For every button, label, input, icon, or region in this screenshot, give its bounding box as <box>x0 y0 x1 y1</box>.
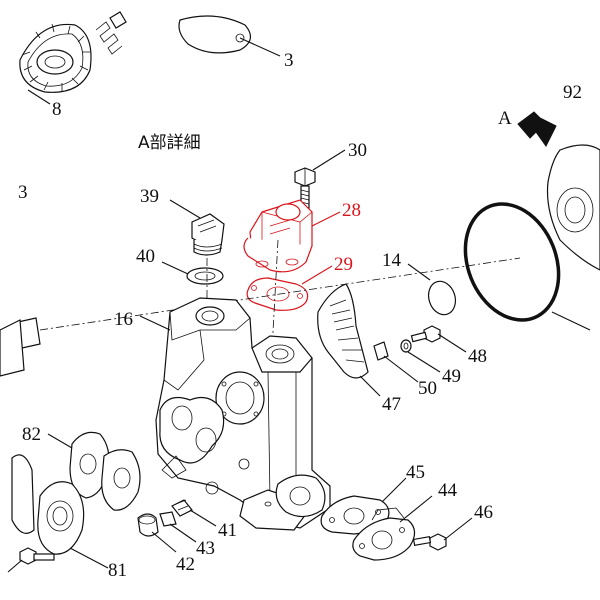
leader-30 <box>312 149 346 171</box>
label-39: 39 <box>140 186 159 207</box>
leader-50 <box>383 355 419 383</box>
leader-8 <box>27 89 51 105</box>
leader-44 <box>399 495 433 523</box>
fitting-part-43 <box>159 511 177 527</box>
leader-oring-large <box>551 311 591 331</box>
flange-part-81 <box>11 454 85 555</box>
gear-assembly-part-8 <box>19 23 92 93</box>
leader-14 <box>407 263 431 281</box>
label-81: 81 <box>108 560 127 581</box>
label-16: 16 <box>114 309 133 330</box>
leader-82 <box>47 433 73 449</box>
section-title: A部詳細 <box>138 133 201 153</box>
label-44: 44 <box>438 480 458 501</box>
label-14: 14 <box>382 250 402 271</box>
leader-28 <box>311 211 341 227</box>
bolt-part-30 <box>294 167 316 209</box>
leader-47 <box>359 375 381 397</box>
label-45: 45 <box>406 462 425 483</box>
leader-45 <box>381 477 407 503</box>
bolt-bottom-left <box>19 547 55 565</box>
washer-part-49 <box>400 339 412 353</box>
cover-part-3 <box>178 15 251 54</box>
label-50: 50 <box>418 378 437 399</box>
label-48: 48 <box>468 346 487 367</box>
view-marker-a: A <box>498 108 512 129</box>
washer-part-40 <box>186 267 224 285</box>
label-82: 82 <box>22 424 41 445</box>
label-41: 41 <box>218 520 237 541</box>
label-3b: 3 <box>18 182 28 203</box>
label-30: 30 <box>348 140 367 161</box>
label-92: 92 <box>563 82 582 103</box>
cap-part-42 <box>137 513 159 537</box>
label-49: 49 <box>442 366 461 387</box>
oring-large <box>463 202 561 322</box>
label-42: 42 <box>176 554 195 575</box>
leader-43 <box>169 523 197 543</box>
leader-bolt-left <box>7 559 23 573</box>
leader-16 <box>139 315 171 331</box>
leader-42 <box>151 531 177 553</box>
plug-part-39 <box>191 213 225 256</box>
label-3a: 3 <box>284 50 294 71</box>
label-8: 8 <box>52 99 62 120</box>
bolt-part-46 <box>412 533 447 551</box>
label-28: 28 <box>342 200 361 221</box>
label-29: 29 <box>334 254 353 275</box>
leader-81 <box>69 547 109 569</box>
leader-41 <box>189 509 217 527</box>
shaft-left <box>0 317 41 377</box>
bolt-part-48 <box>410 325 441 343</box>
leader-39 <box>169 199 201 219</box>
label-43: 43 <box>196 538 215 559</box>
spring-top <box>95 11 127 55</box>
label-46: 46 <box>474 502 493 523</box>
bracket-part-47 <box>317 283 369 379</box>
valve-part-28 <box>243 199 313 273</box>
axis-28 <box>271 239 279 351</box>
leader-3a <box>239 37 281 57</box>
flange-part-44 <box>352 507 416 561</box>
pump-body-part-16 <box>155 297 331 531</box>
axis-main <box>39 257 521 331</box>
housing-part-92 <box>546 144 600 271</box>
view-arrow-a <box>517 111 557 147</box>
leader-46 <box>443 517 473 541</box>
leader-48 <box>437 333 467 353</box>
clip-part-50 <box>373 341 389 361</box>
gasket-part-82 <box>69 431 141 511</box>
label-47: 47 <box>382 394 401 415</box>
oring-part-14 <box>427 280 457 316</box>
fitting-part-41 <box>171 499 193 517</box>
label-40: 40 <box>136 246 155 267</box>
leader-40 <box>161 261 189 275</box>
leader-49 <box>407 351 441 373</box>
leader-29 <box>301 265 333 285</box>
